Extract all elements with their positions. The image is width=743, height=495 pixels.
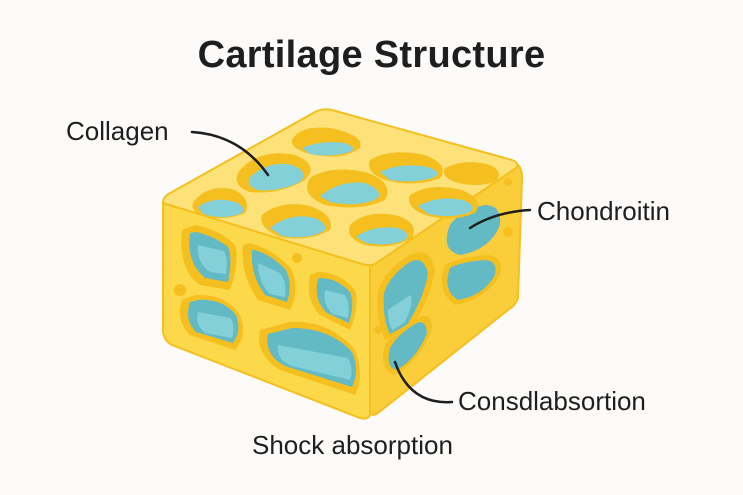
leader-line-consdlabsortion	[393, 360, 454, 404]
top-pore	[192, 187, 248, 219]
top-pore	[307, 169, 388, 208]
cube-front-face	[162, 201, 371, 420]
top-pore	[349, 213, 414, 247]
top-pore	[443, 162, 499, 185]
diagram-title: Cartilage Structure	[197, 34, 546, 76]
label-shock-absorption: Shock absorption	[252, 430, 453, 460]
cube-right-face	[369, 163, 524, 416]
label-consdlabsortion: Consdlabsortion	[458, 386, 646, 416]
leader-line-chondroitin	[468, 208, 532, 230]
label-chondroitin: Chondroitin	[537, 196, 670, 226]
top-pore	[409, 186, 479, 219]
top-pore	[261, 204, 331, 239]
cube-top-face	[161, 108, 519, 267]
label-collagen: Collagen	[66, 116, 169, 146]
top-pore	[291, 127, 361, 157]
top-pore	[236, 153, 311, 193]
top-pore	[369, 152, 443, 184]
leader-line-collagen	[190, 130, 270, 177]
